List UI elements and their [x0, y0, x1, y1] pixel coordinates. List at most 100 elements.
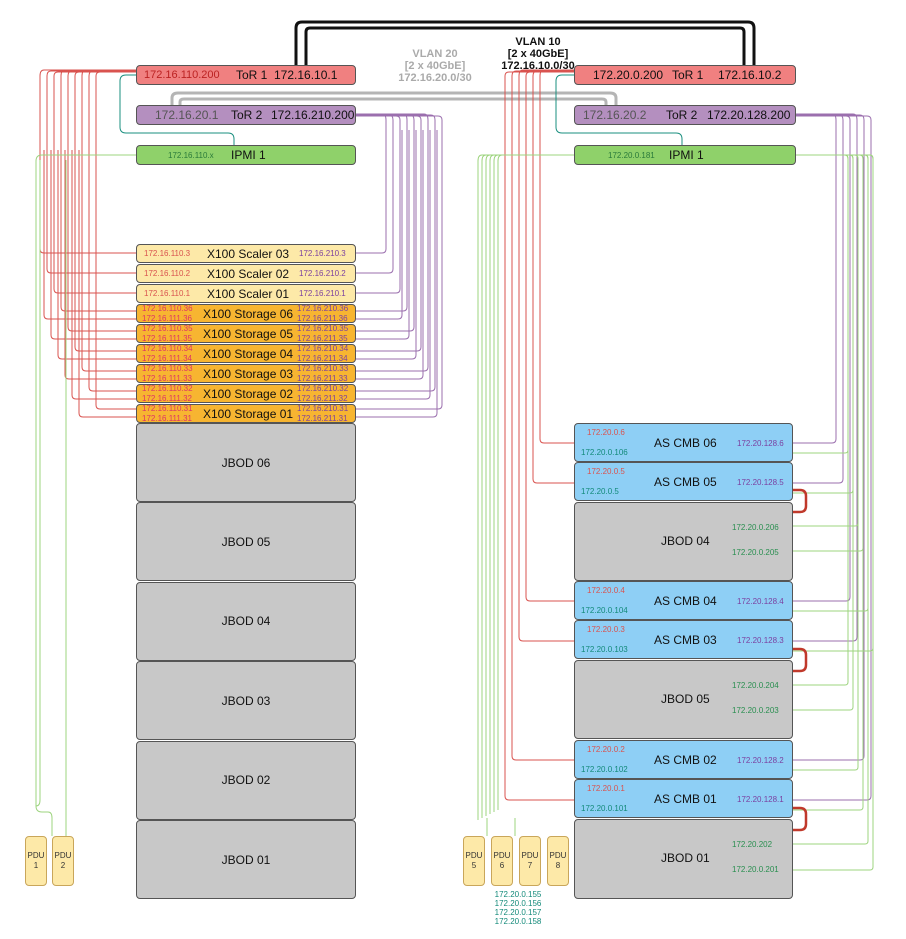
left-tor2-ip-left: 172.16.20.1 [155, 108, 219, 122]
storage-ip-right-a: 172.16.210.34 [297, 344, 349, 353]
left-purple-wire [356, 115, 443, 410]
storage-ip-left-b: 172.16.111.36 [142, 314, 192, 323]
cmb-ip-right: 172.20.128.6 [737, 439, 784, 448]
left-green-wire [35, 154, 136, 836]
storage-ip-left-a: 172.16.110.32 [142, 384, 193, 393]
right-teal-wire [555, 74, 683, 145]
scaler-ip-right: 172.16.210.2 [299, 269, 346, 278]
right-tor1-name: ToR 1 [672, 68, 704, 82]
left-tor1-ip-left: 172.16.110.200 [144, 69, 220, 81]
right-tor2-ip-right: 172.20.128.200 [707, 108, 791, 122]
scaler-name: X100 Scaler 01 [207, 286, 290, 301]
jbod-name: JBOD 05 [221, 534, 271, 549]
left-tor1-name: ToR 1 [236, 68, 268, 82]
left-jbod: JBOD 04 [136, 581, 356, 661]
scaler-ip-left: 172.16.110.3 [144, 249, 191, 258]
right-purple-wire [793, 113, 837, 444]
cmb-ip-top: 172.20.0.4 [587, 586, 625, 595]
right-green-wire [793, 154, 874, 652]
vlan10-label: VLAN 10 [2 x 40GbE] 172.16.10.0/30 [498, 36, 578, 72]
left-jbod: JBOD 02 [136, 740, 356, 820]
cmb-ip-top: 172.20.0.3 [587, 625, 625, 634]
vlan10-link [304, 26, 746, 65]
left-tor1-ip-right: 172.16.10.1 [274, 68, 338, 82]
pdu-label: PDU [54, 851, 72, 860]
left-purple-wire [356, 130, 438, 418]
cmb-ip-right: 172.20.128.5 [737, 478, 784, 487]
cmb-ip-right: 172.20.128.1 [737, 795, 784, 804]
storage-ip-left-a: 172.16.110.33 [142, 364, 193, 373]
left-red-wire [81, 69, 136, 372]
right-ipmi-ip: 172.20.0.181 [608, 150, 655, 160]
left-red-wire [95, 71, 136, 410]
right-sas-link [793, 647, 808, 673]
left-jbod: JBOD 06 [136, 423, 356, 502]
pdu-number: 6 [499, 861, 505, 870]
storage-ip-left-a: 172.16.110.31 [142, 404, 193, 413]
left-purple-wire [356, 113, 387, 254]
left-ipmi-ip: 172.16.110.x [168, 150, 214, 160]
left-red-wire [71, 150, 136, 400]
cmb-ip-bottom: 172.20.0.103 [581, 645, 628, 654]
storage-ip-left-b: 172.16.111.35 [142, 334, 192, 343]
pdu-ip: 172.20.0.156 [494, 899, 542, 908]
pdu-label: PDU [549, 851, 567, 860]
left-purple-wire [356, 130, 410, 340]
pdu-number: 5 [471, 861, 477, 870]
left-red-wire [50, 150, 136, 340]
storage-ip-right-b: 172.16.211.34 [297, 354, 348, 363]
right-red-wire [539, 69, 574, 444]
left-red-wire [67, 70, 136, 332]
left-ipmi: 172.16.110.x IPMI 1 [136, 145, 356, 165]
cmb-name: AS CMB 01 [654, 792, 717, 806]
storage-ip-left-b: 172.16.111.34 [142, 354, 192, 363]
jbod-ip-a: 172.20.0.206 [732, 523, 779, 532]
right-green-wire [477, 154, 574, 820]
right-green-wire [793, 154, 874, 871]
left-tor2-ip-right: 172.16.210.200 [271, 108, 355, 122]
cmb-ip-bottom: 172.20.0.106 [581, 448, 628, 457]
left-purple-wire [356, 115, 422, 352]
pdu-label: PDU [521, 851, 539, 860]
storage-name: X100 Storage 04 [203, 346, 294, 361]
right-ipmi-name: IPMI 1 [669, 148, 704, 162]
left-ipmi-name: IPMI 1 [231, 148, 266, 162]
right-tor2: 172.16.20.2 ToR 2 172.20.128.200 [574, 105, 796, 125]
scaler-name: X100 Scaler 03 [207, 246, 290, 261]
storage-ip-right-b: 172.16.211.36 [297, 314, 348, 323]
right-purple-wire [793, 115, 851, 602]
vlan20-title: VLAN 20 [412, 48, 458, 60]
pdu-number: 1 [33, 861, 39, 870]
cmb-ip-bottom: 172.20.0.5 [581, 487, 619, 496]
right-red-wire [518, 69, 574, 642]
right-green-wire [793, 154, 849, 686]
left-red-wire [53, 71, 136, 294]
scaler-ip-left: 172.16.110.1 [144, 289, 191, 298]
cmb-name: AS CMB 06 [654, 436, 717, 450]
pdu-label: PDU [493, 851, 511, 860]
vlan10-title: VLAN 10 [515, 36, 561, 48]
vlan20-link [170, 91, 618, 105]
left-red-wire [43, 150, 136, 320]
left-purple-wire [356, 114, 394, 274]
pdu-number: 7 [527, 861, 533, 870]
scaler-ip-left: 172.16.110.2 [144, 269, 191, 278]
pdu-label: PDU [27, 851, 45, 860]
right-green-wire [793, 154, 854, 711]
storage-name: X100 Storage 02 [203, 386, 294, 401]
storage-ip-right-b: 172.16.211.31 [297, 414, 348, 423]
jbod-name: JBOD 04 [221, 614, 271, 629]
pdu-ip: 172.20.0.157 [494, 908, 542, 917]
jbod-name: JBOD 04 [661, 534, 710, 548]
jbod-ip-b: 172.20.0.203 [732, 706, 779, 715]
